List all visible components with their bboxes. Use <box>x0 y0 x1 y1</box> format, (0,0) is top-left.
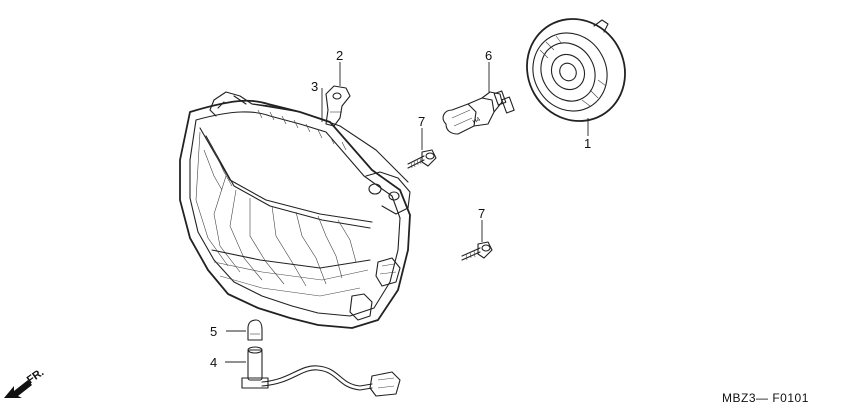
callout-2: 2 <box>336 48 343 63</box>
position-bulb <box>247 319 263 341</box>
callout-1: 1 <box>584 136 591 151</box>
bracket-part <box>325 85 351 127</box>
headlight-unit <box>179 91 411 329</box>
svg-text:H4: H4 <box>472 116 482 125</box>
callout-5: 5 <box>210 324 217 339</box>
screw-lower <box>461 241 493 261</box>
diagram-code: MBZ3— F0101 <box>722 391 809 405</box>
leader-lines <box>225 62 589 363</box>
callout-7-upper: 7 <box>418 114 425 129</box>
callout-7-lower: 7 <box>478 206 485 221</box>
callout-4: 4 <box>210 355 217 370</box>
front-direction-arrow: FR. <box>4 366 46 398</box>
headlight-bulb: H4 <box>442 90 515 135</box>
screw-upper <box>407 149 437 169</box>
bulb-socket-harness <box>241 346 401 397</box>
callout-6: 6 <box>485 48 492 63</box>
dust-cover <box>526 18 626 122</box>
callout-3: 3 <box>311 79 318 94</box>
